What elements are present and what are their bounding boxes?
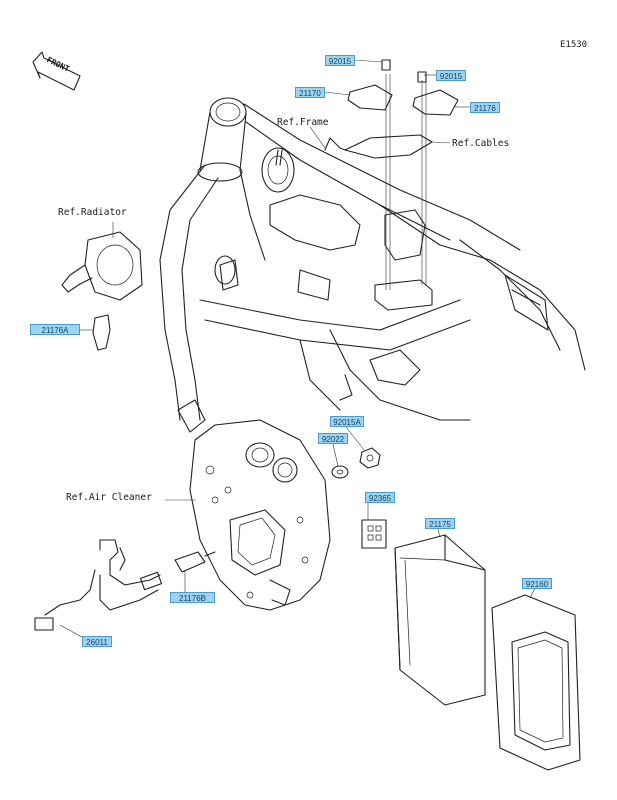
frame-drawing [159, 74, 586, 433]
air-cleaner-plate [189, 419, 331, 611]
radiator-part [61, 231, 143, 301]
diagram-code: E1530 [560, 40, 588, 50]
callout-26011[interactable]: 26011 [82, 636, 112, 647]
ref-air-cleaner-label: Ref.Air Cleaner [66, 492, 152, 503]
part-92160-case [491, 594, 581, 771]
callout-21175[interactable]: 21175 [425, 518, 455, 529]
callout-21176A[interactable]: 21176A [30, 324, 80, 335]
ref-radiator-label: Ref.Radiator [58, 207, 127, 218]
callout-92365[interactable]: 92365 [365, 492, 395, 503]
part-21170-switch [347, 59, 393, 111]
part-21176-sensor [412, 71, 459, 116]
callout-21176B[interactable]: 21176B [170, 592, 215, 603]
part-21176B-sensor [174, 551, 216, 573]
callout-21170[interactable]: 21170 [295, 87, 325, 98]
callout-92015-right[interactable]: 92015 [436, 70, 466, 81]
part-92365-connector [361, 519, 387, 549]
washer-and-nut [331, 447, 381, 479]
callout-92015A[interactable]: 92015A [330, 416, 364, 427]
callout-92022[interactable]: 92022 [318, 433, 348, 444]
part-21175-ecu [394, 534, 486, 706]
callout-92015-left[interactable]: 92015 [325, 55, 355, 66]
front-arrow-icon [32, 51, 81, 91]
part-21176A-sensor [92, 314, 111, 351]
part-26011-harness [34, 539, 163, 631]
ref-frame-label: Ref.Frame [277, 117, 329, 128]
ref-cables-label: Ref.Cables [452, 138, 510, 149]
leader-lines [59, 59, 536, 638]
callout-21176[interactable]: 21176 [470, 102, 500, 113]
callout-92160[interactable]: 92160 [522, 578, 552, 589]
